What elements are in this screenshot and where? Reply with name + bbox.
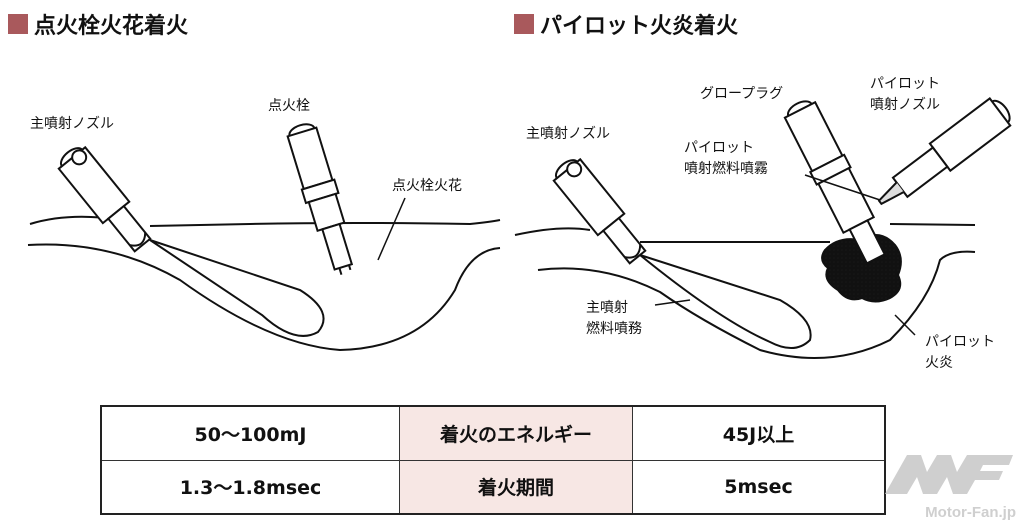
label-spark: 点火栓火花 [392,178,462,194]
label-main-spray: 主噴射燃料噴務 [586,298,642,340]
right-chamber [514,223,976,359]
cell-label: 着火のエネルギー [399,405,633,461]
label-line: パイロット [870,76,940,92]
label-pilot-spray: パイロット噴射燃料噴霧 [684,138,768,180]
cell-spark-value: 1.3～1.8msec [100,459,400,515]
right-title-text: パイロット火炎着火 [540,14,739,39]
spark-plug [286,123,354,275]
cell-label: 着火期間 [399,459,633,515]
main-spray-plume [639,254,812,349]
left-title: 点火栓火花着火 [8,8,188,40]
label-line: パイロット [684,140,754,156]
left-title-text: 点火栓火花着火 [34,14,189,39]
title-marker [514,14,534,34]
main-nozzle [53,140,157,257]
spark-leader [377,197,406,261]
watermark-text: Motor-Fan.jp [925,504,1016,521]
label-line: パイロット [925,334,995,350]
title-marker [8,14,28,34]
label-pilot-nozzle: パイロット噴射ノズル [870,74,940,116]
cell-pilot-value: 45J以上 [632,405,886,461]
cell-spark-value: 50～100mJ [100,405,400,461]
watermark-logo [885,455,1013,494]
label-glow-plug: グロープラグ [700,86,784,102]
main-spray-leader [654,299,691,306]
left-chamber [27,215,501,352]
label-line: 噴射燃料噴霧 [684,161,768,177]
label-line: 主噴射 [586,300,628,316]
right-main-nozzle [548,152,652,269]
engine-diagrams [27,97,1012,359]
flame-leader [894,314,916,336]
label-line: 燃料噴務 [586,321,642,337]
label-pilot-flame: パイロット火炎 [925,332,995,374]
pilot-nozzle [877,97,1012,206]
label-right-main-nozzle: 主噴射ノズル [526,126,610,142]
label-line: 火炎 [925,355,953,371]
table-row: 1.3～1.8msec 着火期間 5msec [100,459,886,515]
cell-pilot-value: 5msec [632,459,886,515]
right-title: パイロット火炎着火 [514,8,738,40]
label-spark-plug: 点火栓 [268,98,310,114]
table-row: 50～100mJ 着火のエネルギー 45J以上 [100,405,886,461]
label-main-nozzle: 主噴射ノズル [30,116,114,132]
label-line: 噴射ノズル [870,97,940,113]
pilot-spray-leader [804,174,881,201]
spray-plume [149,239,325,337]
comparison-table: 50～100mJ 着火のエネルギー 45J以上 1.3～1.8msec 着火期間… [100,405,886,515]
